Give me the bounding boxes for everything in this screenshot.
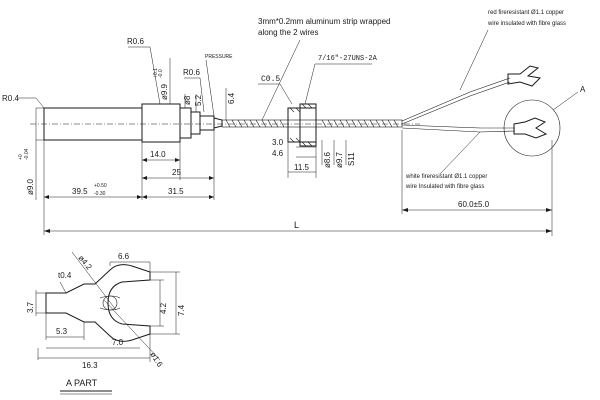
red-wire-note-2: wire insulated with fibre glass xyxy=(487,21,566,27)
dim-64-label: 6.4 xyxy=(227,92,236,104)
wire-length-label: 60.0±5.0 xyxy=(458,200,490,209)
nut-30-label: 3.0 xyxy=(272,138,284,147)
len-140-label: 14.0 xyxy=(150,150,166,159)
thread-nut xyxy=(287,103,317,147)
sensor-body xyxy=(30,103,420,143)
part-t04-label: t0.4 xyxy=(58,271,72,280)
chamfer-label: C0.5 xyxy=(261,75,280,84)
white-wire-note-2: wire Insulated with fibre glass xyxy=(405,184,484,190)
head-diameter-label: ø9.9 xyxy=(160,83,169,100)
part-53-label: 5.3 xyxy=(56,327,68,336)
part-163-label: 16.3 xyxy=(82,361,98,370)
nut-d86-label: ø8.6 xyxy=(323,151,332,168)
len-395-tol-dn: -0.30 xyxy=(94,191,106,197)
radius-top-label: R0.6 xyxy=(127,37,144,46)
nut-115-label: 11.5 xyxy=(294,163,310,172)
a-part-title: A PART xyxy=(66,378,98,388)
part-42-label: 4.2 xyxy=(159,302,168,314)
notes: 3mm*0.2mm aluminum strip wrapped along t… xyxy=(258,10,586,190)
red-wire-note-1: red fireresistant Ø1.1 copper xyxy=(488,10,564,16)
nut-d97-label: ø9.7 xyxy=(335,151,344,168)
part-37-label: 3.7 xyxy=(26,301,35,313)
part-d42-label: ø4.2 xyxy=(76,254,94,272)
len-315-label: 31.5 xyxy=(168,187,184,196)
nut-s11-label: S11 xyxy=(347,152,356,166)
nut-46-label: 4.6 xyxy=(272,149,284,158)
len-395-tol-up: +0.50 xyxy=(94,183,107,189)
detail-a-part: ø4.2 t0.4 6.6 3.7 5.3 7.0 16.3 4.2 7.4 ø… xyxy=(26,251,186,395)
head-tol-up: +0.1 xyxy=(153,68,159,78)
part-66-label: 6.6 xyxy=(118,252,130,261)
len-395-label: 39.5 xyxy=(72,187,88,196)
len-25-label: 25 xyxy=(172,168,181,177)
part-74-label: 7.4 xyxy=(177,304,186,316)
part-d16-label: ø1.6 xyxy=(148,350,164,369)
callout-a-label: A xyxy=(580,85,586,94)
body-diameter-label: ø9.0 xyxy=(26,178,35,195)
part-70-label: 7.0 xyxy=(112,338,124,347)
main-dimension-labels: R0.4 R0.6 R0.6 PRESSURE ø9.9 +0.1 -0.0 ø… xyxy=(2,37,490,230)
main-dimensions xyxy=(18,29,553,236)
radius-left-label: R0.4 xyxy=(2,94,19,103)
strip-note-2: along the 2 wires xyxy=(258,28,318,37)
body-tol-up: +0 xyxy=(18,154,24,160)
total-length-label: L xyxy=(294,220,299,230)
pressure-label: PRESSURE xyxy=(205,54,233,60)
neck-diameter-label: ø8 xyxy=(183,95,192,105)
strip-note-1: 3mm*0.2mm aluminum strip wrapped xyxy=(258,17,391,26)
thread-label: 7/16"-27UNS-2A xyxy=(318,55,378,63)
head-tol-dn: -0.0 xyxy=(158,69,164,78)
wrapped-wire xyxy=(221,119,403,128)
dim-52-label: 5.2 xyxy=(194,94,203,106)
leads xyxy=(401,65,579,157)
body-tol-dn: -0.04 xyxy=(24,148,30,160)
radius-mid-label: R0.6 xyxy=(183,68,200,77)
white-wire-note-1: white fireresistant Ø1.1 copper xyxy=(405,174,487,180)
